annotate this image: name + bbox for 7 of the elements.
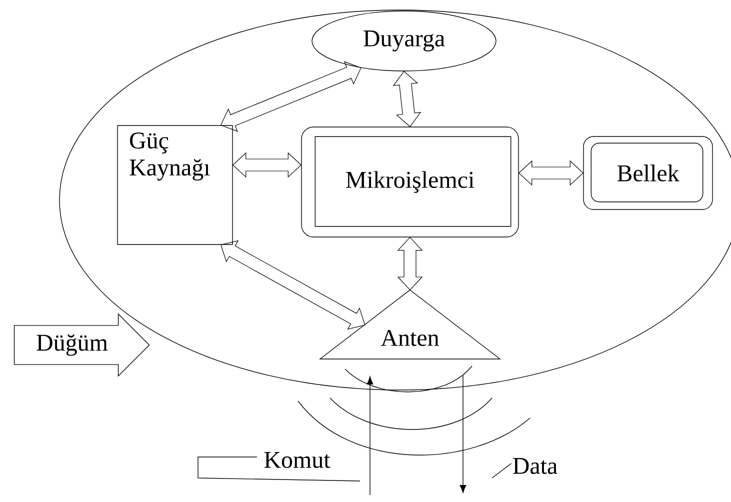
edge-label: Data [511, 457, 559, 475]
edge-label: Komut [262, 451, 332, 469]
memory-box: Bellek [583, 136, 713, 210]
arrow [366, 376, 374, 496]
processor-box: Mikroişlemci [301, 126, 519, 238]
power-box: Güç Kaynağı [117, 125, 233, 245]
arrow [460, 375, 466, 493]
